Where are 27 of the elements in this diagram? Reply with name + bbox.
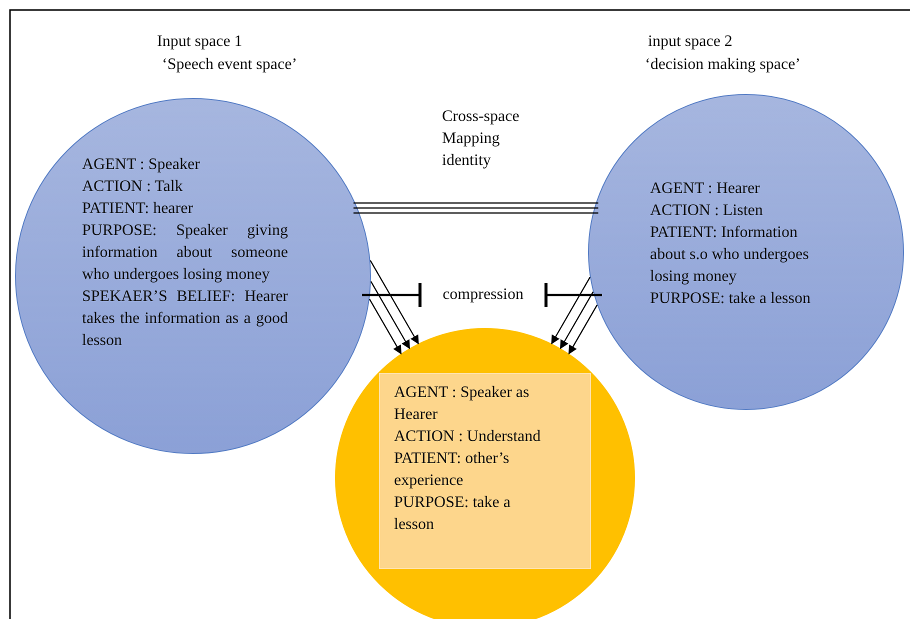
- bar-connector: [362, 282, 422, 308]
- role-text: PATIENT: hearer: [82, 199, 194, 219]
- role-text: PURPOSE: Speaker giving information about someone who undergoes losing money: [82, 221, 288, 285]
- role-text: ACTION : Listen: [650, 201, 764, 221]
- arrow: [568, 304, 598, 354]
- space-heading: input space 2: [648, 32, 732, 52]
- bar-connector: [544, 282, 602, 308]
- arrow: [370, 260, 419, 344]
- role-text: ACTION : Talk: [82, 177, 184, 197]
- mapping-label: compression: [420, 284, 546, 306]
- role-text: AGENT : Speaker: [82, 155, 201, 175]
- arrow: [560, 292, 594, 350]
- role-text: PURPOSE: take a lesson: [394, 493, 512, 535]
- arrow: [370, 281, 410, 350]
- role-text: PATIENT: Information about s.o who undergoes losing money: [650, 223, 810, 287]
- role-text: PURPOSE: take a lesson: [650, 289, 812, 309]
- space-heading: ‘decision making space’: [645, 55, 800, 75]
- role-text: ACTION : Understand: [394, 427, 542, 447]
- arrow: [551, 276, 591, 344]
- role-text: AGENT : Hearer: [650, 179, 761, 199]
- space-heading: ‘Speech event space’: [162, 55, 298, 75]
- space-heading: Input space 1: [157, 32, 242, 52]
- arrow: [368, 298, 402, 354]
- role-text: PATIENT: other’s experience: [394, 449, 510, 491]
- triple-line: [352, 202, 599, 214]
- role-text: AGENT : Speaker as Hearer: [394, 383, 530, 425]
- role-text: SPEKAER’S BELIEF: Hearer takes the information as a good lesson: [82, 287, 288, 351]
